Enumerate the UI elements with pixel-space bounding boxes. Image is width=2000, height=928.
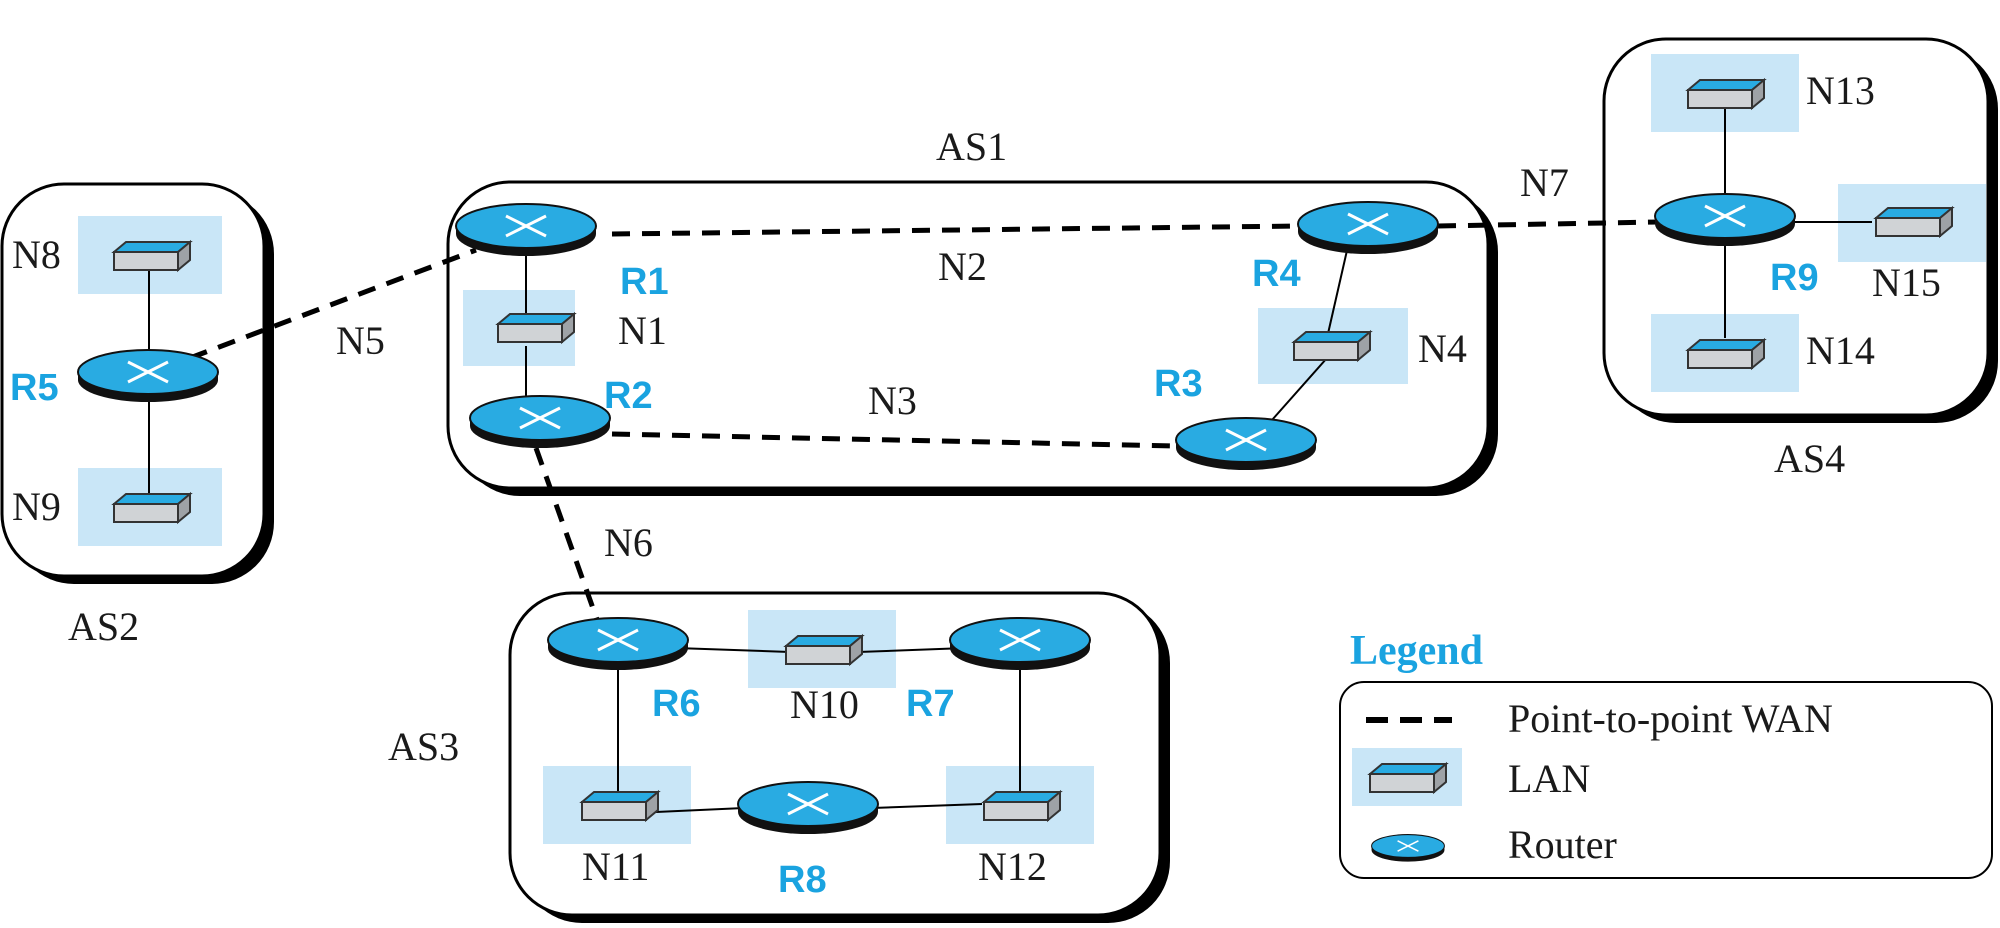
wan-n3-label: N3 [868,378,917,423]
lan-n4-icon [1293,331,1371,361]
lan-n14-icon [1687,339,1765,369]
router-r9-icon [1653,192,1797,248]
router-r1-icon [454,202,598,258]
lan-n14-label: N14 [1806,328,1875,373]
legend-router-label: Router [1508,822,1617,867]
legend-wan-label: Point-to-point WAN [1508,696,1833,741]
legend-box [1339,681,1993,879]
lan-n13-label: N13 [1806,68,1875,113]
router-r3-label: R3 [1154,363,1203,405]
router-r3-icon [1174,416,1318,472]
router-r6-label: R6 [652,683,701,725]
lan-n4-label: N4 [1418,326,1467,371]
as2-label: AS2 [68,604,139,649]
wan-link-n5 [189,247,477,361]
router-r4-icon [1296,200,1440,256]
router-r2-icon [468,394,612,450]
as3-label: AS3 [388,724,459,769]
lan-n10-label: N10 [790,682,859,727]
as4-label: AS4 [1774,436,1845,481]
lan-n11-icon [581,791,659,821]
router-r7-icon [948,616,1092,672]
lan-n9-icon [113,493,191,523]
legend-router-icon [1371,834,1445,862]
router-r5-label: R5 [10,367,59,409]
wan-n6-label: N6 [604,520,653,565]
lan-n9-label: N9 [12,484,61,529]
lan-n15-icon [1875,207,1953,237]
wan-link-n6 [533,447,603,629]
lan-n8-icon [113,241,191,271]
wan-link-n2 [611,223,1301,237]
lan-n10-icon [785,635,863,665]
router-r8-label: R8 [778,859,827,901]
router-r8-icon [736,780,880,836]
router-r4-label: R4 [1252,253,1301,295]
lan-n11-label: N11 [582,844,649,889]
router-r2-label: R2 [604,375,653,417]
wan-n7-label: N7 [1520,160,1569,205]
wan-n5-label: N5 [336,318,385,363]
legend-lan-label: LAN [1508,756,1590,801]
legend: Legend Point-to-point WAN LAN Router [1339,628,1993,879]
lan-n1-icon [497,313,575,343]
router-r7-label: R7 [906,683,955,725]
lan-n12-icon [983,791,1061,821]
lan-n12-label: N12 [978,844,1047,889]
router-r1-label: R1 [620,261,669,303]
legend-lan-icon [1369,763,1447,793]
lan-n13-icon [1687,79,1765,109]
as1-label: AS1 [936,124,1007,169]
wan-link-n3 [611,431,1177,449]
legend-title: Legend [1350,628,1483,674]
lan-n1-label: N1 [618,308,667,353]
router-r9-label: R9 [1770,257,1819,299]
lan-n8-label: N8 [12,232,61,277]
router-r5-icon [76,348,220,404]
wan-link-n7 [1437,219,1659,229]
wan-n2-label: N2 [938,244,987,289]
lan-n15-label: N15 [1872,260,1941,305]
router-r6-icon [546,616,690,672]
